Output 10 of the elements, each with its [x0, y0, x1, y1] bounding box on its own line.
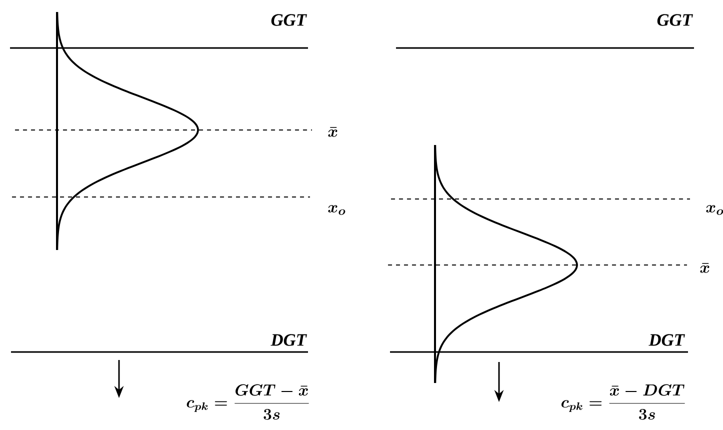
math-label: $x_o$: [706, 205, 723, 215]
limit-label: GGT: [271, 14, 307, 26]
math-label: $\bar{x}$: [700, 263, 710, 273]
formula: $c_{pk} = \frac{GGT - \bar{x}}{3s}$: [186, 384, 309, 420]
limit-label: DGT: [270, 334, 307, 346]
limit-label: GGT: [657, 14, 693, 26]
formula: $c_{pk} = \frac{\bar{x} - DGT}{3s}$: [562, 384, 685, 420]
math-label: $x_o$: [328, 205, 346, 215]
math-label: $\bar{x}$: [328, 127, 338, 137]
limit-label: DGT: [648, 334, 685, 346]
